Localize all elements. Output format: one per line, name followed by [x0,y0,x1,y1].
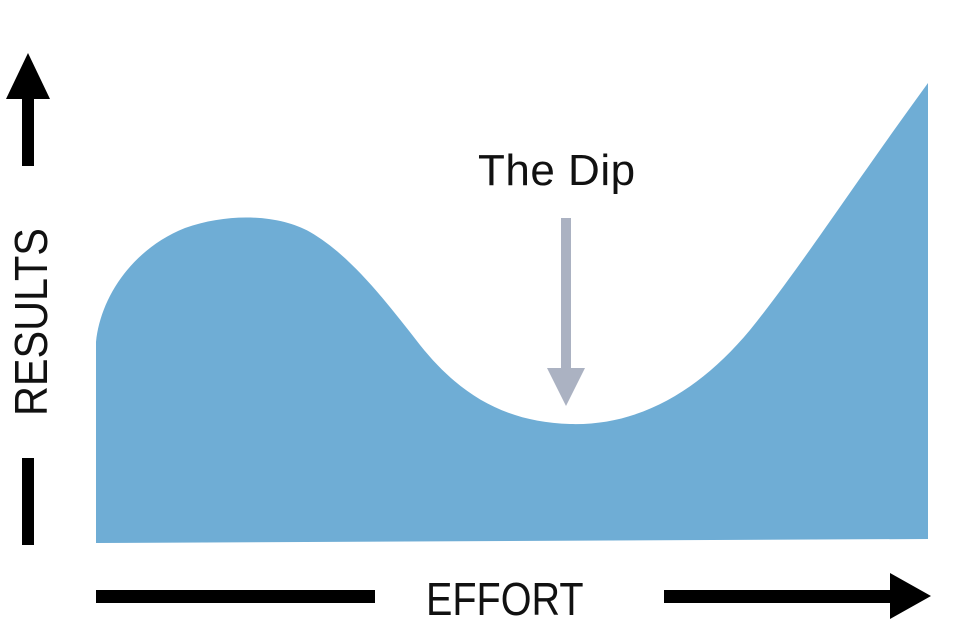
x-axis-arrow-right-icon [664,573,931,619]
dip-pointer-arrow-down-icon [547,218,585,406]
y-axis-label: RESULTS [5,228,57,416]
dip-annotation-label: The Dip [478,146,636,195]
x-axis-left-bar [96,590,375,603]
y-axis-arrow-up-icon [6,53,50,166]
y-axis-lower-bar [22,458,34,545]
results-area [96,83,928,543]
x-axis-label: EFFORT [426,573,584,625]
